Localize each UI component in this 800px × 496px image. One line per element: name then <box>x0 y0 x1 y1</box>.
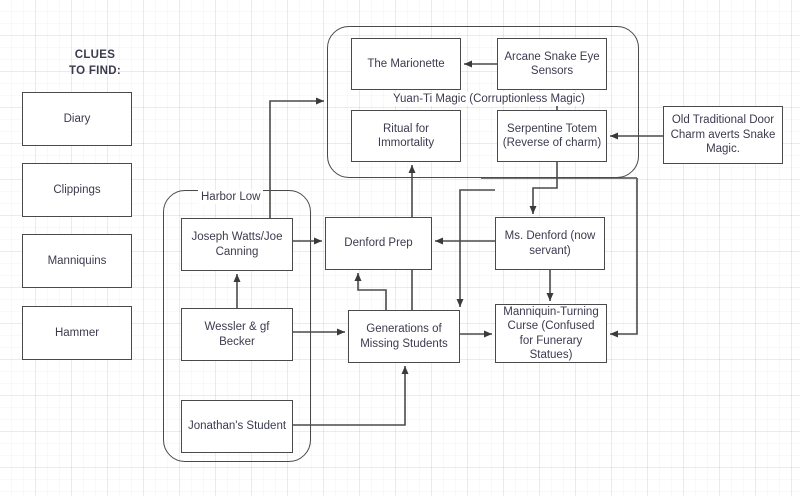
node-label: Wessler & gf Becker <box>204 321 270 348</box>
clue-box-hammer[interactable]: Hammer <box>22 306 132 360</box>
node-label: Ms. Denford (now servant) <box>504 230 596 257</box>
node-denford-prep[interactable]: Denford Prep <box>325 217 432 270</box>
node-label: Ritual for Immortality <box>377 122 435 149</box>
node-label: Manniquin-Turning Curse (Confused for Fu… <box>503 305 599 361</box>
node-manniquin-turning-curse[interactable]: Manniquin-Turning Curse (Confused for Fu… <box>495 304 607 363</box>
edge-generations-to-denford-prep <box>354 273 387 310</box>
group-harbor-low-label: Harbor Low <box>198 190 264 205</box>
clue-box-manniquins[interactable]: Manniquins <box>22 234 132 288</box>
node-serpentine-totem[interactable]: Serpentine Totem (Reverse of charm) <box>497 110 607 162</box>
edge-doorcharm-to-curse <box>610 178 638 338</box>
node-label: Joseph Watts/Joe Canning <box>191 231 283 258</box>
clue-label: Manniquins <box>47 254 107 267</box>
node-joseph-watts-joe-canning[interactable]: Joseph Watts/Joe Canning <box>181 218 293 271</box>
clues-heading: CLUES TO FIND: <box>68 49 122 77</box>
node-jonathans-student[interactable]: Jonathan's Student <box>181 400 293 453</box>
edge-joseph-to-yuanti-group <box>269 97 324 218</box>
node-label: Denford Prep <box>344 237 413 250</box>
clue-label: Hammer <box>54 326 100 339</box>
node-the-marionette[interactable]: The Marionette <box>351 38 461 90</box>
clue-label: Clippings <box>53 183 101 196</box>
group-yuan-ti-magic-label: Yuan-Ti Magic (Corruptionless Magic) <box>390 92 588 107</box>
clue-label: Diary <box>63 112 91 125</box>
node-label: Old Traditional Door Charm averts Snake … <box>670 114 776 156</box>
node-old-traditional-door-charm[interactable]: Old Traditional Door Charm averts Snake … <box>663 106 783 164</box>
node-ms-denford-now-servant[interactable]: Ms. Denford (now servant) <box>495 217 605 270</box>
edge-curse-to-generations <box>456 189 495 307</box>
clue-box-diary[interactable]: Diary <box>22 92 132 146</box>
node-generations-of-missing-students[interactable]: Generations of Missing Students <box>348 310 460 363</box>
edge-serpentine-to-msdenford <box>529 162 558 214</box>
node-label: Jonathan's Student <box>187 420 287 433</box>
node-ritual-for-immortality[interactable]: Ritual for Immortality <box>351 110 461 162</box>
node-label: The Marionette <box>367 57 445 70</box>
edge-jonathan-to-generations <box>293 366 409 426</box>
node-label: Generations of Missing Students <box>360 323 448 350</box>
node-label: Arcane Snake Eye Sensors <box>504 50 600 77</box>
node-arcane-snake-eye-sensors[interactable]: Arcane Snake Eye Sensors <box>497 38 607 90</box>
clue-box-clippings[interactable]: Clippings <box>22 163 132 217</box>
node-wessler-gf-becker[interactable]: Wessler & gf Becker <box>181 308 293 361</box>
node-label: Serpentine Totem (Reverse of charm) <box>502 122 602 149</box>
